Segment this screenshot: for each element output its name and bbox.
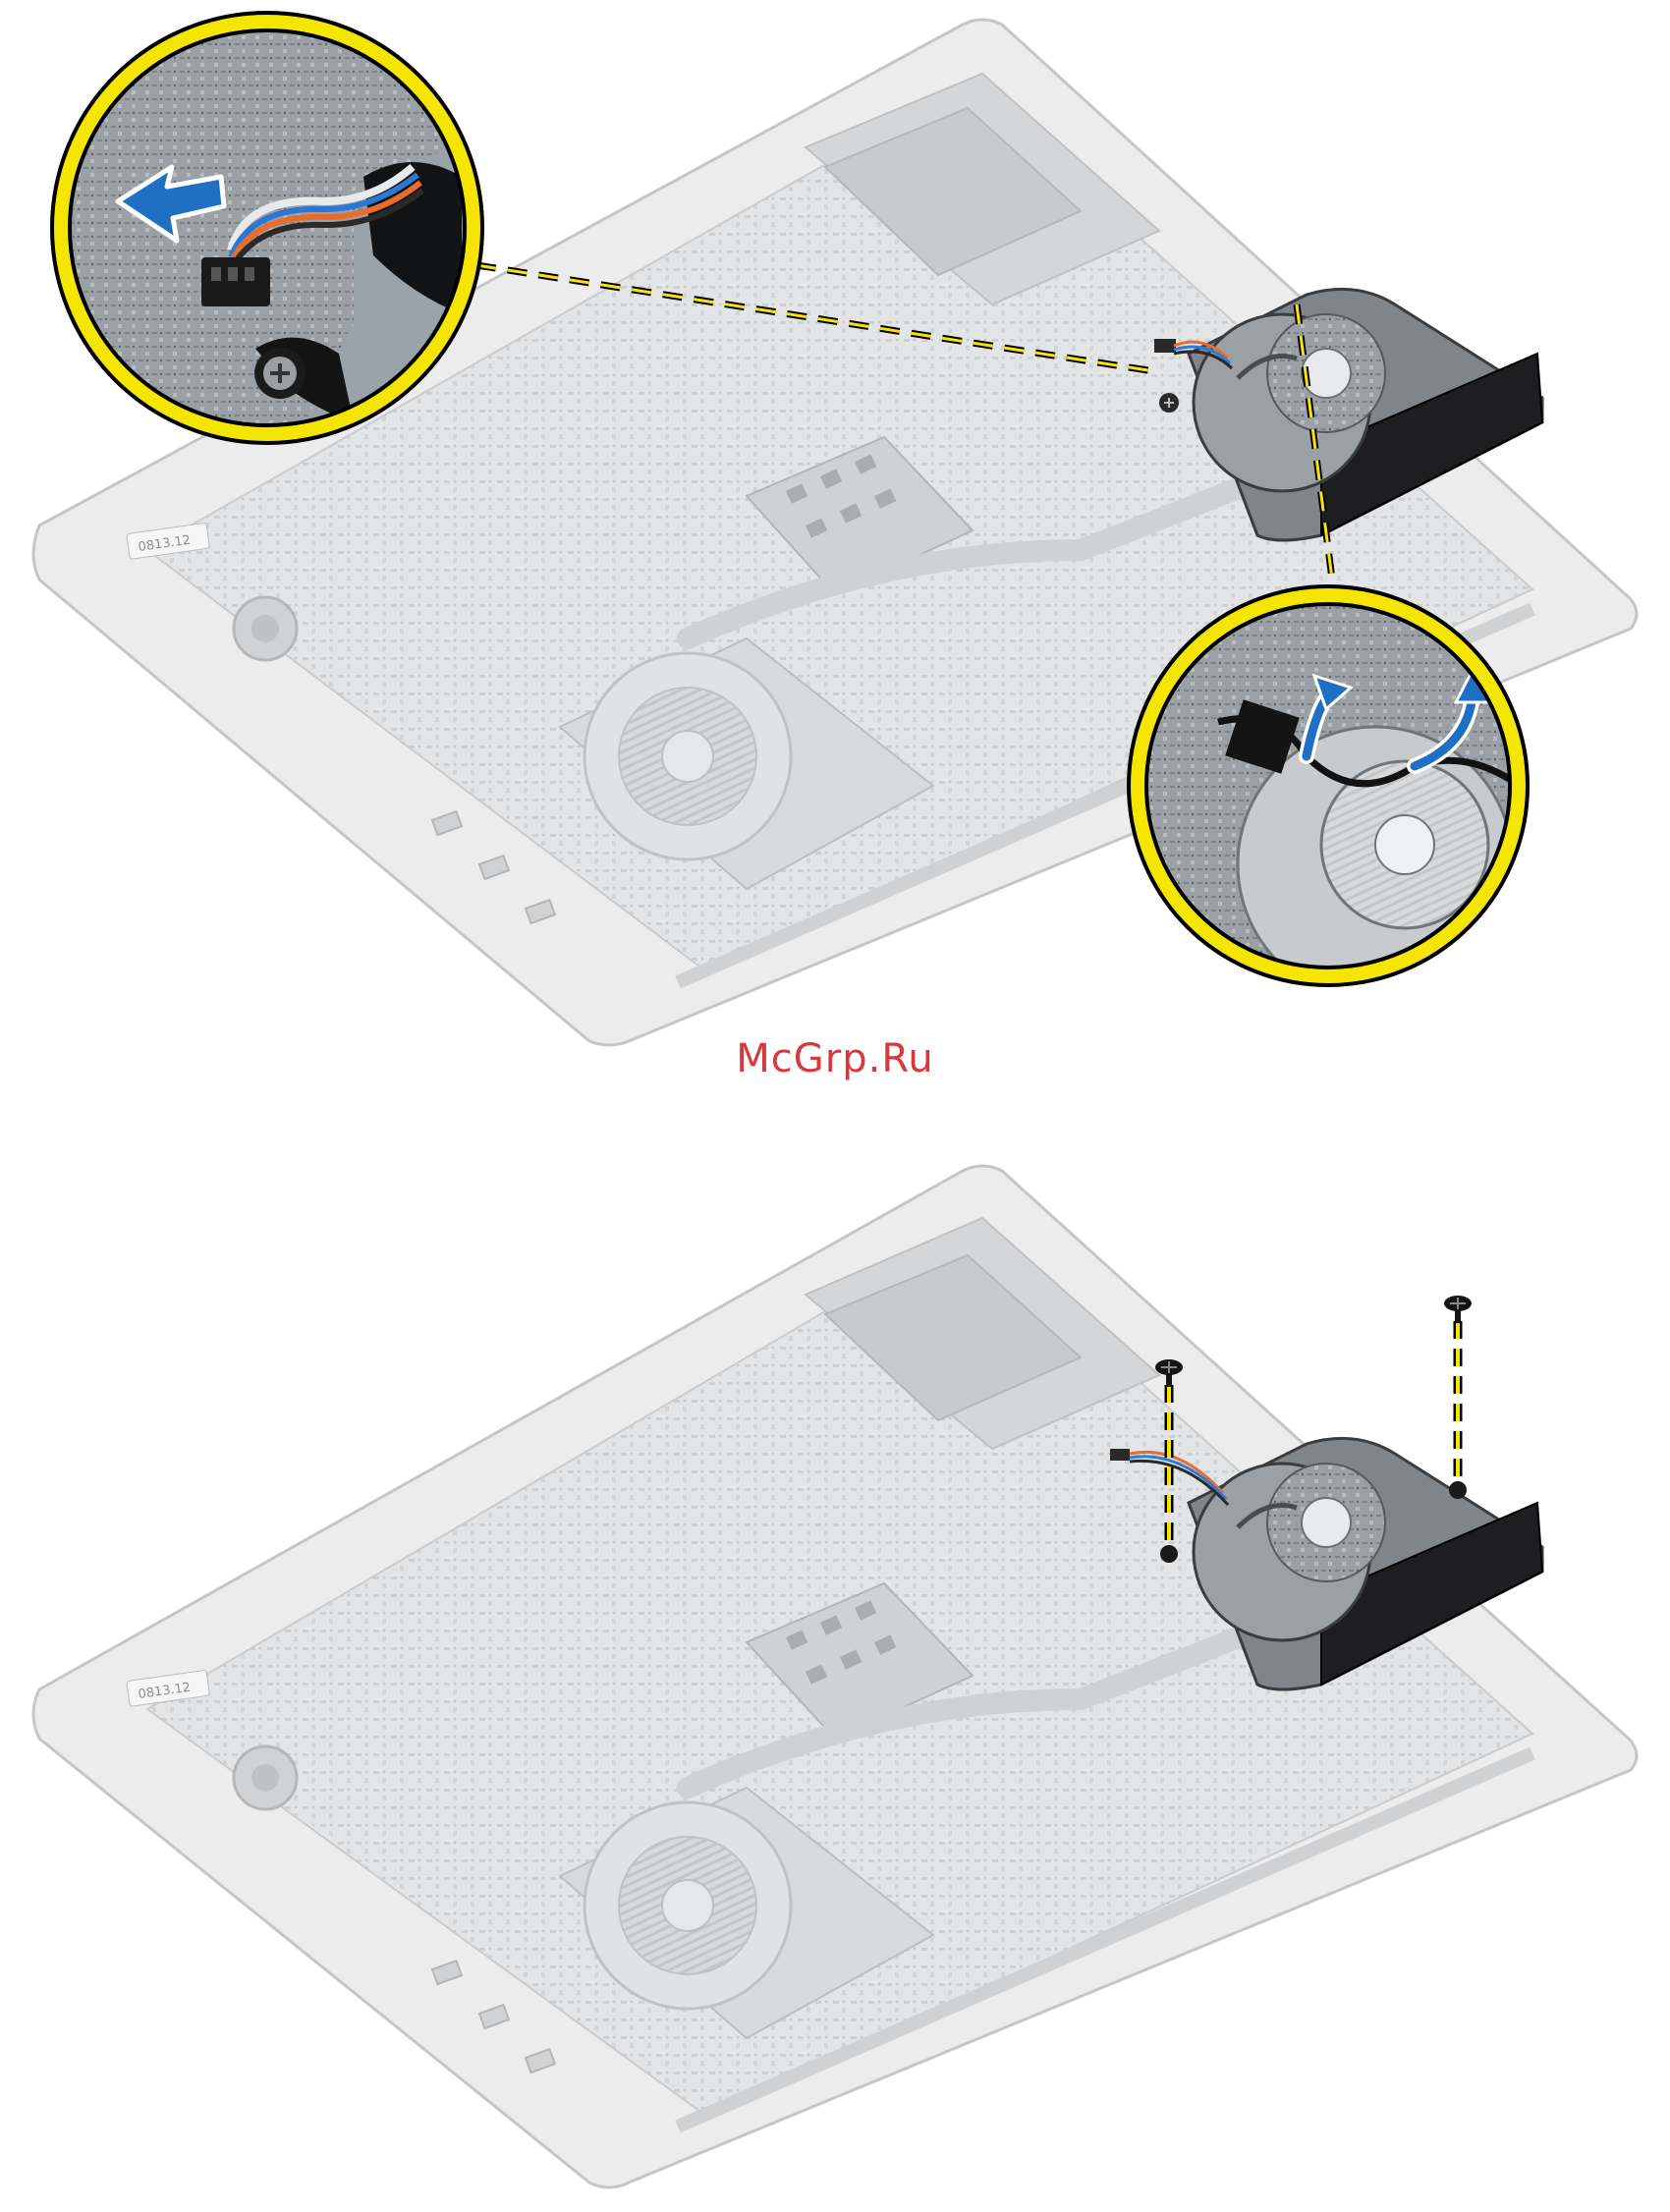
screw-icon <box>1444 1296 1472 1499</box>
screw-icon <box>1159 393 1179 413</box>
figure-top: 0813.12 <box>33 10 1637 1045</box>
figure-bottom: 0813.12 <box>33 1166 1637 2187</box>
watermark: McGrp.Ru <box>0 1036 1670 1081</box>
fan-connector <box>201 257 270 306</box>
